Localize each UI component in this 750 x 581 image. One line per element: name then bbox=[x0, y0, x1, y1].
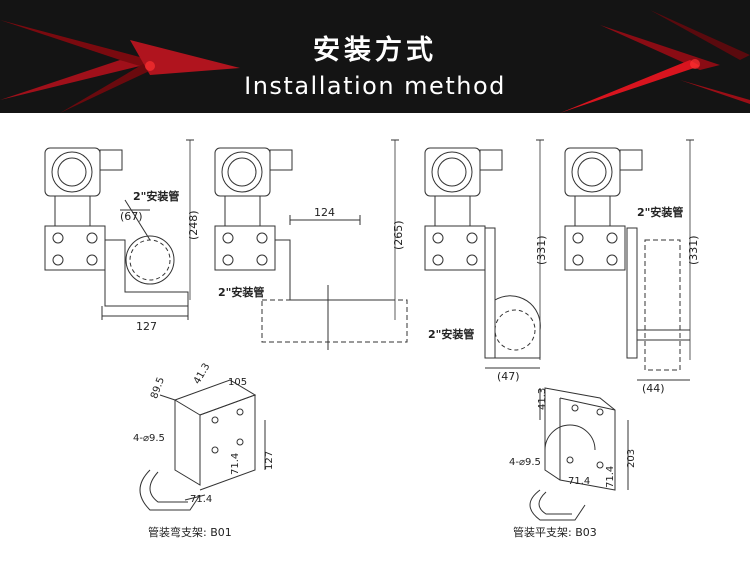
bracket-b01-drawing bbox=[139, 379, 266, 511]
d2-dim-height: (265) bbox=[392, 220, 405, 250]
diagram-2-bent-bracket-front bbox=[214, 139, 408, 350]
d2-dim-span: 124 bbox=[314, 206, 335, 219]
d1-dim-height: (248) bbox=[187, 210, 200, 240]
installation-drawings: 2"安装管 (67) (248) 127 2"安装管 124 (265) bbox=[44, 139, 700, 521]
diagram-1-bent-bracket-side bbox=[44, 139, 194, 320]
d1-dim-width: 127 bbox=[136, 320, 157, 333]
banner-light-streaks bbox=[0, 10, 750, 113]
banner-title-chinese: 安装方式 bbox=[313, 35, 437, 66]
bracket-b01-caption: 管装弯支架: B01 bbox=[148, 526, 232, 539]
b03-dim-1: 4-⌀9.5 bbox=[509, 457, 541, 468]
header-banner: 安装方式 Installation method bbox=[0, 0, 750, 113]
b03-dim-4: 203 bbox=[626, 449, 637, 468]
b01-dim-5: 127 bbox=[264, 451, 275, 470]
b01-dim-2: 105 bbox=[228, 377, 247, 388]
b01-dim-3: 4-⌀9.5 bbox=[133, 433, 165, 444]
d1-dim-offset: (67) bbox=[120, 210, 143, 223]
b01-dim-1: 41.3 bbox=[192, 362, 213, 387]
d4-pipe-label: 2"安装管 bbox=[637, 205, 683, 219]
b03-dim-0: 41.3 bbox=[537, 388, 548, 410]
b01-dim-4: 71.4 bbox=[230, 453, 241, 475]
b03-dim-2: 71.4 bbox=[568, 476, 590, 487]
diagram-3-flat-bracket-side bbox=[424, 139, 544, 369]
d3-pipe-label: 2"安装管 bbox=[428, 327, 474, 341]
bracket-b03-drawing bbox=[529, 387, 629, 521]
b03-dim-3: 71.4 bbox=[605, 466, 616, 488]
d4-dim-height: (331) bbox=[687, 235, 700, 265]
b01-dim-6: 71.4 bbox=[190, 494, 212, 505]
d3-dim-offset: (47) bbox=[497, 370, 520, 383]
banner-title-english: Installation method bbox=[244, 72, 506, 100]
d4-dim-offset: (44) bbox=[642, 382, 665, 395]
d1-pipe-label: 2"安装管 bbox=[133, 189, 179, 203]
diagram-4-flat-bracket-front bbox=[564, 139, 694, 381]
d3-dim-height: (331) bbox=[535, 235, 548, 265]
bracket-b03-caption: 管装平支架: B03 bbox=[513, 526, 597, 539]
d2-pipe-label: 2"安装管 bbox=[218, 285, 264, 299]
